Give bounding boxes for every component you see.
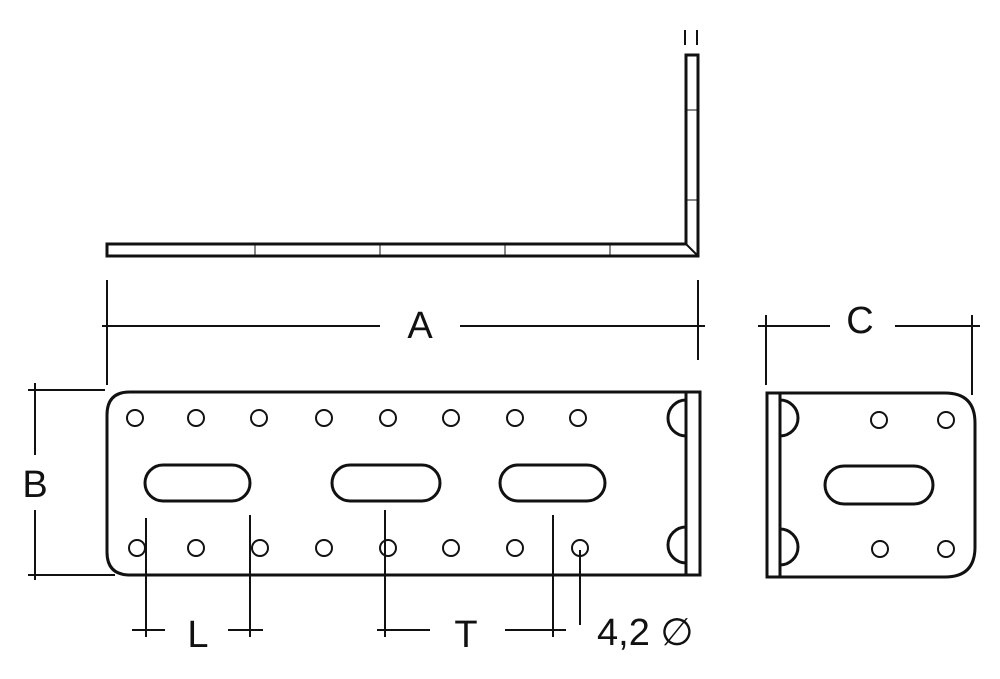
dimension-lines xyxy=(28,280,980,637)
dimension-label-c: C xyxy=(846,300,873,342)
dimension-label-b: B xyxy=(22,464,47,506)
hole-diameter-label: 4,2 ∅ xyxy=(597,612,693,654)
front-plate xyxy=(105,390,702,577)
dimension-label-l: L xyxy=(187,614,208,656)
dimension-label-t: T xyxy=(454,614,477,656)
slots xyxy=(143,463,607,503)
side-view xyxy=(105,30,700,258)
dimension-label-a: A xyxy=(407,305,433,347)
side-view-ticks xyxy=(254,109,698,256)
end-view-plate xyxy=(765,391,977,579)
mounting-holes xyxy=(126,409,589,557)
